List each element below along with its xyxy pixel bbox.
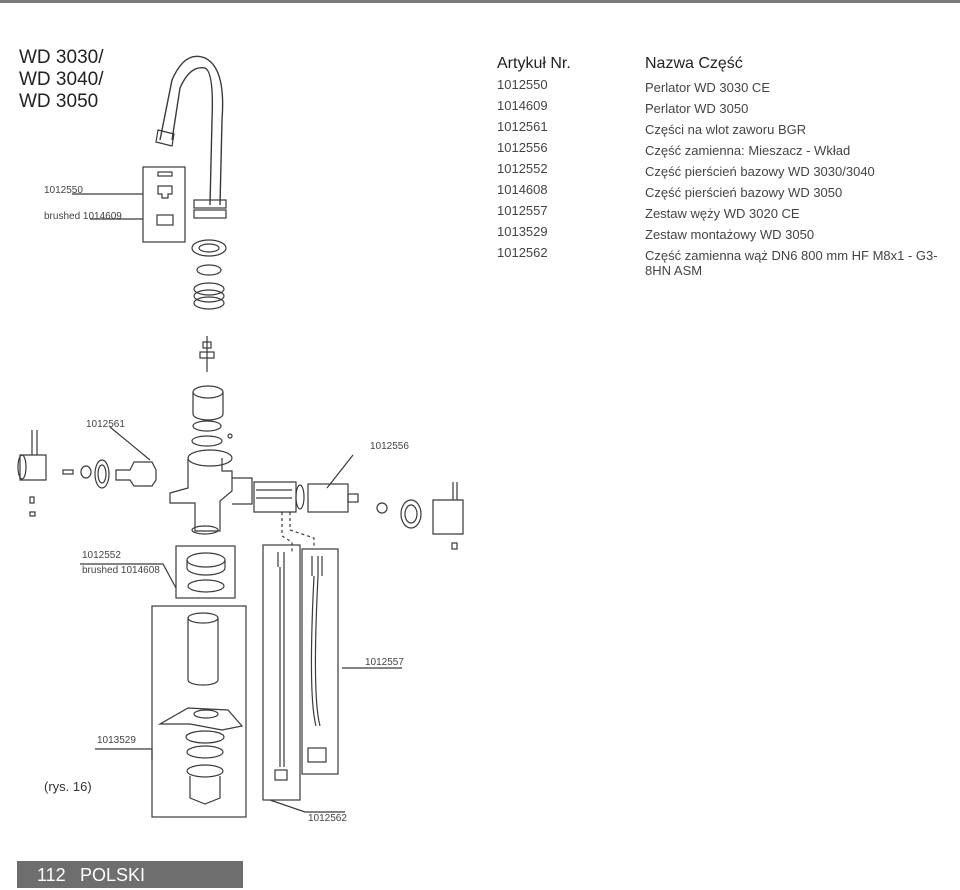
article-number: 1012552 (497, 161, 548, 176)
article-number: 1012550 (497, 77, 548, 92)
leader-line (269, 799, 345, 813)
callout-1012550: 1012550 (44, 185, 83, 196)
leader-line (95, 748, 153, 760)
part-name: Część zamienna: Mieszacz - Wkład (645, 143, 851, 158)
language-label: POLSKI (80, 865, 146, 885)
table-row: 1014609 Perlator WD 3050 (497, 98, 957, 119)
parts-table-header: Artykuł Nr. Nazwa Część (497, 55, 957, 77)
table-row: 1012562 Część zamienna wąż DN6 800 mm HF … (497, 245, 957, 278)
spout-rings (191, 239, 227, 310)
article-number: 1012557 (497, 203, 548, 218)
hose-set-box (262, 544, 339, 801)
article-number: 1014609 (497, 98, 548, 113)
col-article-header: Artykuł Nr. (497, 55, 571, 72)
table-row: 1012550 Perlator WD 3030 CE (497, 77, 957, 98)
top-rule (0, 0, 960, 3)
col-name-header: Nazwa Część (645, 55, 743, 72)
page-number: 112 (37, 865, 66, 885)
leader-line (326, 454, 354, 489)
part-name: Część pierścień bazowy WD 3030/3040 (645, 164, 875, 179)
table-row: 1012556 Część zamienna: Mieszacz - Wkład (497, 140, 957, 161)
part-name: Części na wlot zaworu BGR (645, 122, 807, 137)
leader-line (80, 563, 177, 589)
callout-1012552: 1012552 (82, 550, 121, 561)
article-number: 1013529 (497, 224, 548, 239)
model-line-2: WD 3040/ (19, 69, 104, 90)
article-number: 1012562 (497, 245, 548, 260)
leader-line (109, 426, 151, 461)
base-ring-box (175, 545, 236, 599)
sleeve (191, 385, 233, 447)
part-name: Zestaw węży WD 3020 CE (645, 206, 800, 221)
table-row: 1012557 Zestaw węży WD 3020 CE (497, 203, 957, 224)
part-name: Część zamienna wąż DN6 800 mm HF M8x1 - … (645, 248, 938, 278)
footer-page-tab: 112 POLSKI (17, 861, 243, 888)
model-title: WD 3030/ WD 3040/ WD 3050 (19, 47, 103, 113)
article-number: 1014608 (497, 182, 548, 197)
table-row: 1012561 Części na wlot zaworu BGR (497, 119, 957, 140)
left-handle-assembly (17, 430, 157, 517)
table-row: 1012552 Część pierścień bazowy WD 3030/30… (497, 161, 957, 182)
callout-1012557: 1012557 (365, 657, 404, 668)
part-name: Część pierścień bazowy WD 3050 (645, 185, 843, 200)
mixer-body (169, 449, 253, 535)
article-number: 1012556 (497, 140, 548, 155)
part-name: Perlator WD 3030 CE (645, 80, 770, 95)
figure-label: (rys. 16) (44, 779, 92, 794)
mounting-kit-box (151, 605, 247, 818)
callout-1013529: 1013529 (97, 735, 136, 746)
aerator-box (142, 166, 186, 243)
cartridge-assembly (253, 481, 464, 550)
part-name: Perlator WD 3050 (645, 101, 749, 116)
table-row: 1014608 Część pierścień bazowy WD 3050 (497, 182, 957, 203)
nipple-fitting (199, 336, 215, 372)
callout-1012561: 1012561 (86, 419, 125, 430)
callout-1012556: 1012556 (370, 441, 409, 452)
article-number: 1012561 (497, 119, 548, 134)
callout-1014609: brushed 1014609 (44, 211, 122, 222)
part-name: Zestaw montażowy WD 3050 (645, 227, 815, 242)
callout-1014608: brushed 1014608 (82, 565, 160, 576)
model-line-1: WD 3030/ (19, 47, 104, 68)
callout-1012562: 1012562 (308, 813, 347, 824)
dashed-guide (281, 512, 315, 552)
table-row: 1013529 Zestaw montażowy WD 3050 (497, 224, 957, 245)
model-line-3: WD 3050 (19, 91, 99, 112)
faucet-spout (155, 55, 227, 219)
